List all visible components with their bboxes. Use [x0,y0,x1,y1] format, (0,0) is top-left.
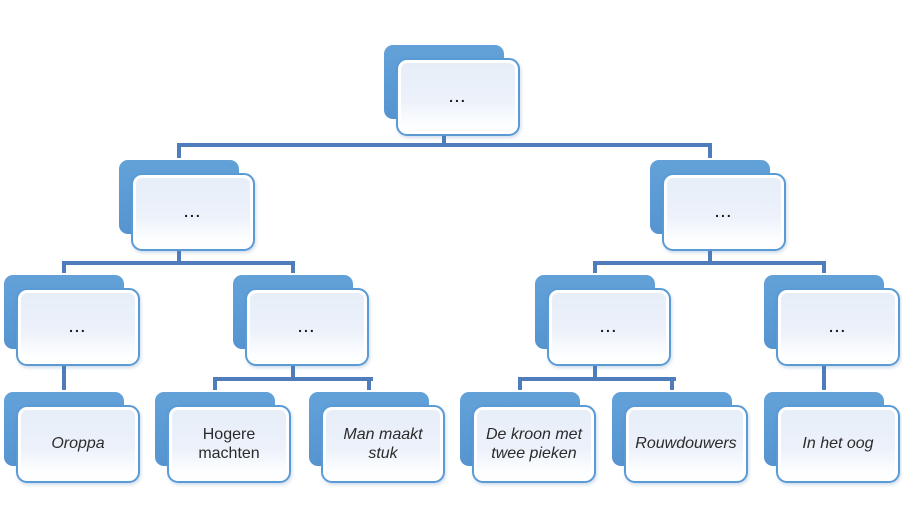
node-front-card: ... [245,288,369,366]
tree-node-oroppa[interactable]: Oroppa [2,390,140,483]
connector-segment-root-stub [442,136,446,146]
connector-segment-drop-subright1 [593,261,597,273]
tree-node-branch-left[interactable]: ... [117,158,255,251]
node-front-card: In het oog [776,405,900,483]
node-label: ... [69,318,87,335]
connector-segment-drop-left [177,143,181,158]
node-front-card: Rouwdouwers [624,405,748,483]
connector-segment-right-rail [593,261,826,265]
node-label: ... [298,318,316,335]
tree-node-hogere-machten[interactable]: Hogere machten [153,390,291,483]
node-front-card: ... [396,58,520,136]
node-front-card: ... [776,288,900,366]
tree-node-in-het-oog[interactable]: In het oog [762,390,900,483]
connector-segment-drop-subright2 [822,261,826,273]
node-label: In het oog [802,435,874,453]
connector-segment-drop-de-kroon [518,377,522,390]
node-front-card: ... [662,173,786,251]
tree-node-man-maakt-stuk[interactable]: Man maakt stuk [307,390,445,483]
tree-node-rouwdouwers[interactable]: Rouwdouwers [610,390,748,483]
connector-segment-drop-right [708,143,712,158]
node-label: ... [600,318,618,335]
tree-node-sub-right-1[interactable]: ... [533,273,671,366]
node-front-card: Man maakt stuk [321,405,445,483]
node-label: Hogere machten [198,425,260,462]
tree-node-sub-left-1[interactable]: ... [2,273,140,366]
node-label: Rouwdouwers [635,435,737,453]
connector-segment-to-oroppa [62,366,66,390]
connector-segment-left-stub [177,251,181,264]
connector-segment-drop-subleft2 [291,261,295,273]
node-label: ... [829,318,847,335]
connector-segment-left-rail [62,261,295,265]
node-front-card: Hogere machten [167,405,291,483]
tree-node-branch-right[interactable]: ... [648,158,786,251]
tree-node-root[interactable]: ... [382,43,520,136]
connector-segment-drop-man-maakt-stuk [367,377,371,390]
node-front-card: ... [131,173,255,251]
node-front-card: ... [547,288,671,366]
node-label: ... [715,203,733,220]
connector-segment-subleft2-rail [213,377,373,381]
connector-segment-drop-rouwdouwers [670,377,674,390]
connector-segment-drop-hogere-machten [213,377,217,390]
tree-node-sub-right-2[interactable]: ... [762,273,900,366]
node-label: ... [449,88,467,105]
connector-segment-drop-subleft1 [62,261,66,273]
node-label: De kroon met twee pieken [485,425,583,462]
node-label: Oroppa [51,435,105,453]
connector-segment-right-stub [708,251,712,264]
node-label: Man maakt stuk [343,425,423,462]
connector-segment-to-in-het-oog [822,366,826,390]
connector-segment-subright1-rail [518,377,676,381]
connector-segment-subright1-stub [593,366,597,380]
tree-node-de-kroon-met-twee-pieken[interactable]: De kroon met twee pieken [458,390,596,483]
connector-segment-root-rail [177,143,712,147]
node-front-card: De kroon met twee pieken [472,405,596,483]
node-front-card: ... [16,288,140,366]
node-front-card: Oroppa [16,405,140,483]
tree-node-sub-left-2[interactable]: ... [231,273,369,366]
connector-segment-subleft2-stub [291,366,295,380]
node-label: ... [184,203,202,220]
